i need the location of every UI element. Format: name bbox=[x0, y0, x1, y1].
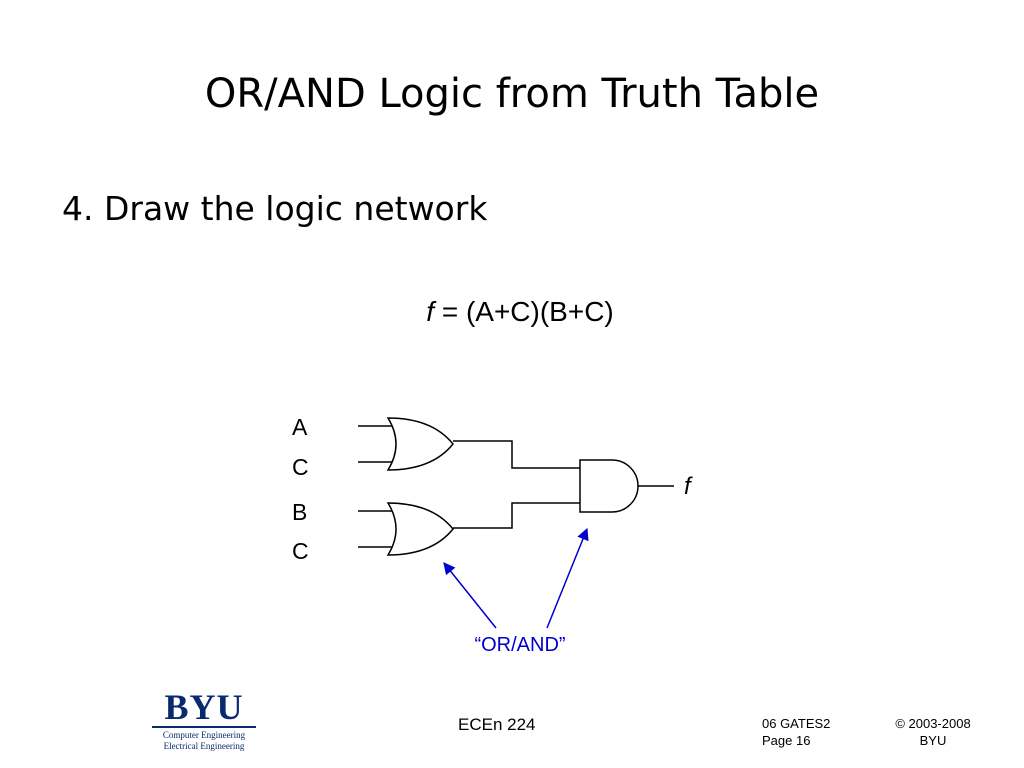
input-label-b: B bbox=[292, 499, 307, 525]
footer-copyright: © 2003-2008 BYU bbox=[884, 715, 982, 749]
byu-logo-mark: BYU bbox=[164, 687, 244, 727]
annotation-arrow-right bbox=[546, 527, 589, 629]
annotation-arrow-left bbox=[443, 562, 497, 629]
and-gate bbox=[579, 459, 639, 513]
logo-divider bbox=[152, 726, 256, 728]
logo-line-2: Electrical Engineering bbox=[163, 741, 245, 751]
equation-output-var: f bbox=[426, 296, 435, 327]
slide-title: OR/AND Logic from Truth Table bbox=[204, 71, 820, 117]
input-label-c-top: C bbox=[292, 454, 309, 480]
footer-page-number: Page 16 bbox=[762, 733, 811, 748]
footer-file-info: 06 GATES2 Page 16 bbox=[762, 715, 830, 749]
or-gate-2 bbox=[386, 502, 454, 556]
byu-logo: BYU Computer Engineering Electrical Engi… bbox=[152, 687, 256, 752]
input-label-c-bottom: C bbox=[292, 538, 309, 564]
logo-line-1: Computer Engineering bbox=[162, 730, 246, 740]
footer-course: ECEn 224 bbox=[458, 715, 536, 734]
wire-or1-to-and bbox=[453, 440, 580, 469]
input-label-a: A bbox=[292, 414, 308, 440]
footer-copyright-years: © 2003-2008 bbox=[895, 716, 971, 731]
footer-copyright-org: BYU bbox=[919, 733, 947, 748]
equation-rhs: = (A+C)(B+C) bbox=[441, 296, 614, 327]
bullet-text: 4. Draw the logic network bbox=[62, 189, 488, 228]
footer-file-name: 06 GATES2 bbox=[762, 716, 831, 731]
or-gate-1 bbox=[386, 417, 454, 471]
output-label: f bbox=[684, 473, 693, 500]
annotation-label: “OR/AND” bbox=[474, 634, 565, 656]
wire-or2-to-and bbox=[453, 502, 580, 529]
equation: f = (A+C)(B+C) bbox=[0, 292, 1024, 332]
